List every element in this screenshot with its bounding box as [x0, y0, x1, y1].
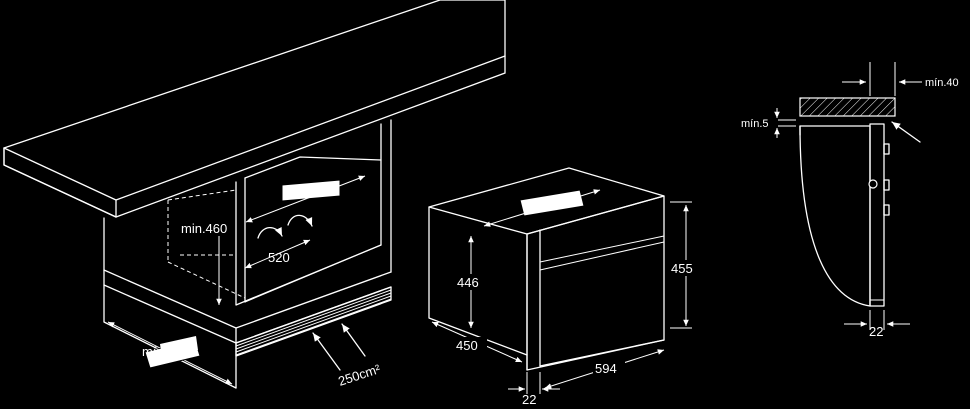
vent-arrow-1 — [312, 332, 341, 371]
side-section-drawing: mín.40 mín.5 22 — [741, 62, 959, 339]
vent-area-label: 250cm² — [336, 361, 382, 389]
label-cover-block — [160, 336, 198, 358]
dim-min460-label: min.460 — [181, 221, 227, 236]
dim-594-label: 594 — [595, 361, 617, 376]
dim-min5-label: mín.5 — [741, 118, 769, 130]
dim-446-label: 446 — [457, 275, 479, 290]
curved-arrow-left — [257, 226, 283, 239]
curved-arrow-right — [287, 214, 313, 227]
vent-arrow-2 — [341, 323, 366, 357]
dim-22-front-label: 22 — [522, 392, 536, 407]
countertop — [3, 0, 506, 218]
cabinet-drawing: 520 min.460 mín.550 250cm² — [3, 0, 506, 389]
airflow-arrow — [891, 121, 921, 143]
countertop-section — [799, 97, 896, 117]
oven-side-profile — [799, 125, 871, 307]
dim-min40-label: mín.40 — [925, 77, 959, 89]
dim-22-side-label: 22 — [869, 324, 883, 339]
oven-drawing: 446 455 450 594 22 — [428, 167, 702, 407]
dim-455-label: 455 — [671, 261, 693, 276]
oven-front-panel — [869, 123, 885, 307]
dim-450-label: 450 — [456, 338, 478, 353]
dim-520-label: 520 — [268, 250, 290, 265]
ventilation-block-top — [281, 179, 341, 202]
vent-grille — [235, 289, 392, 356]
